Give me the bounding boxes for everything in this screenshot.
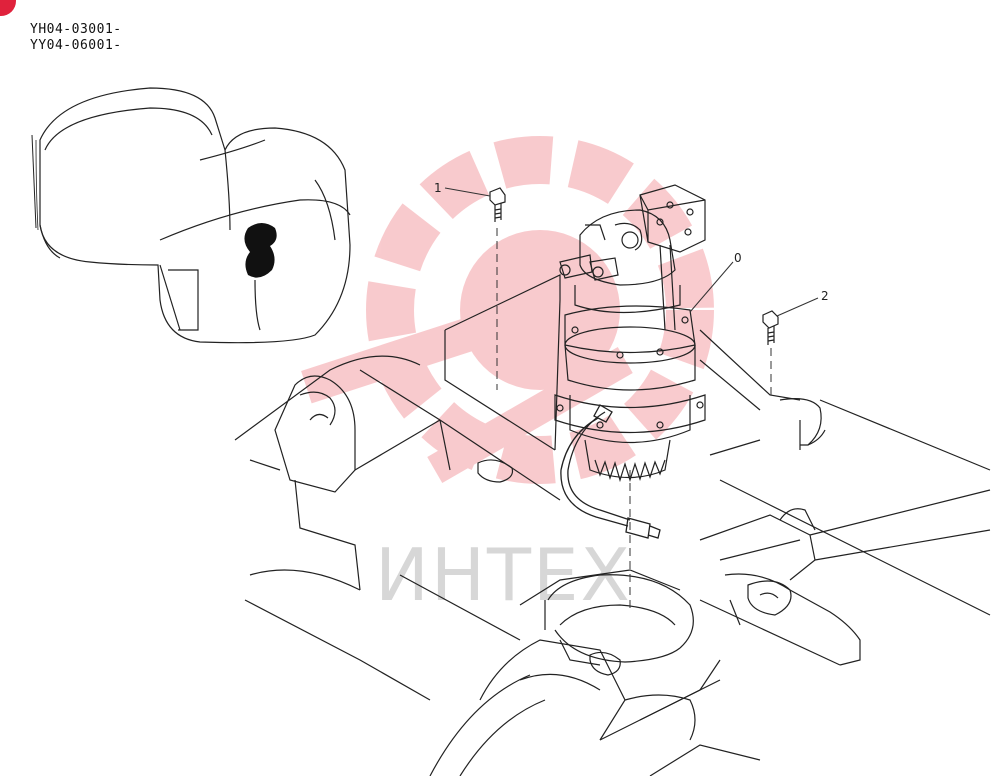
swing-motor-assembly [554, 184, 706, 483]
serial-range-2: YY04-06001- [30, 38, 122, 53]
machine-overview [31, 87, 351, 344]
bolt-part-2 [762, 310, 779, 345]
watermark-text: ИНТЕХ [375, 533, 632, 617]
callout-2: 2 [821, 289, 829, 303]
install-centerlines [496, 228, 772, 610]
callout-leaders [444, 187, 819, 317]
hydraulic-hose [560, 404, 661, 539]
callout-1: 1 [434, 181, 442, 195]
serial-range-1: YH04-03001- [30, 22, 122, 37]
overview-highlight-marker [244, 223, 277, 278]
bolt-part-1 [489, 187, 506, 222]
callout-0: 0 [734, 251, 742, 265]
upper-frame [234, 274, 991, 776]
